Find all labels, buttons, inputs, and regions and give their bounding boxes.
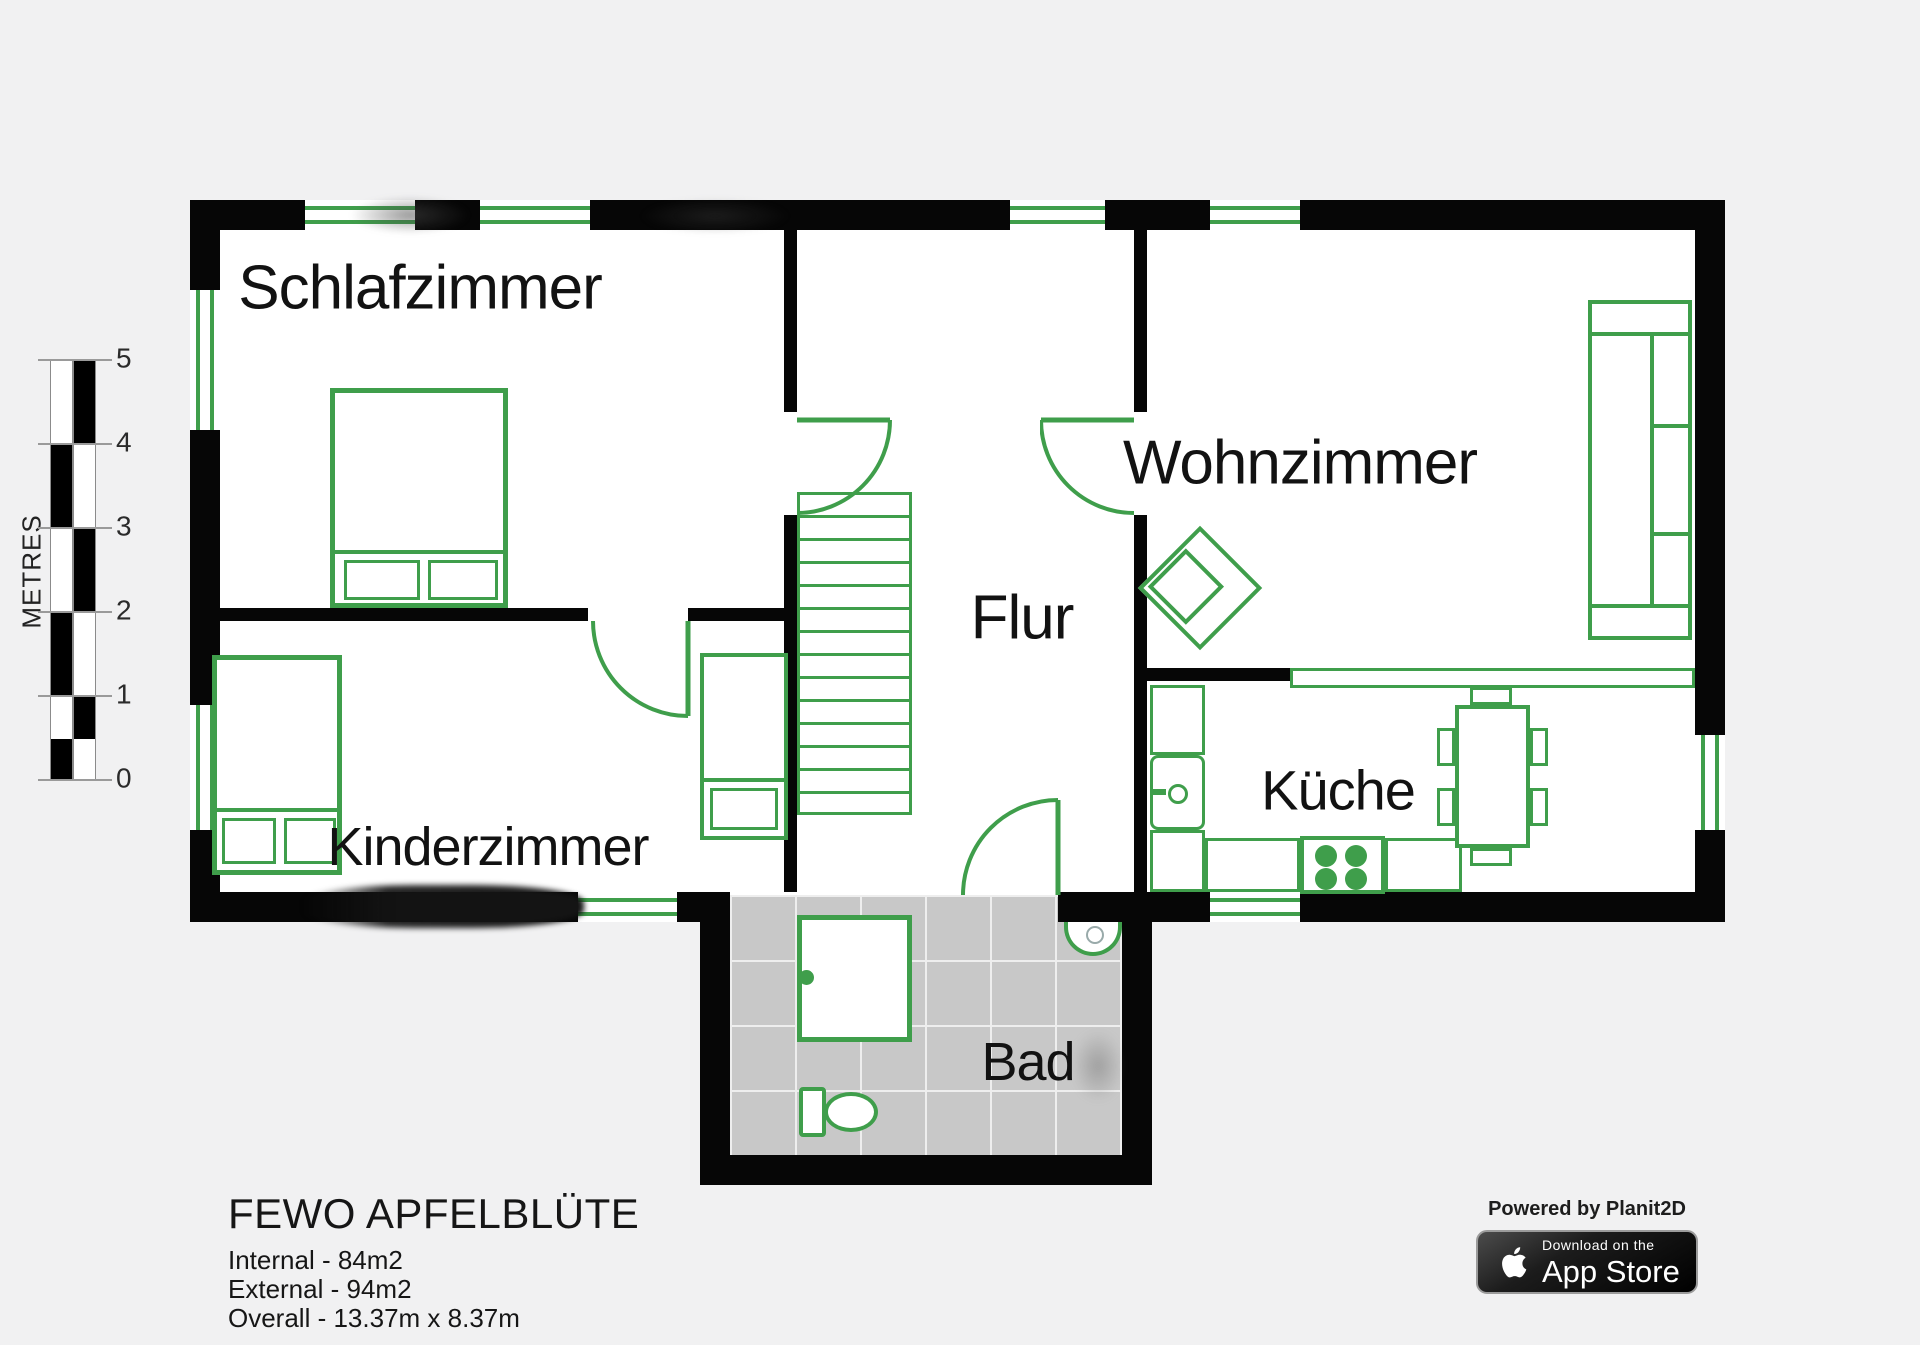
door-arc	[961, 798, 1061, 896]
wall-segment	[700, 922, 730, 1185]
wall-segment	[1058, 892, 1210, 922]
scale-bar-right-column	[73, 360, 96, 780]
scale-tick-0: 0	[116, 762, 132, 794]
scale-tick-2: 2	[116, 594, 132, 626]
room-label-flur: Flur	[970, 583, 1075, 653]
wall-segment	[1300, 200, 1725, 230]
chair	[1437, 728, 1455, 766]
chair	[1437, 788, 1455, 826]
bathroom-tile-floor	[730, 895, 1122, 1155]
window	[480, 206, 590, 224]
pillow	[284, 818, 336, 864]
chair	[1470, 848, 1512, 866]
wall-segment	[1134, 230, 1147, 412]
pillow	[344, 560, 420, 600]
plan-external-area: External - 94m2	[228, 1274, 412, 1304]
scale-tick-4: 4	[116, 426, 132, 458]
scale-bar-unit-label: METRES	[16, 514, 47, 629]
tick-line	[38, 695, 112, 697]
toilet-tank	[799, 1087, 826, 1137]
window	[196, 290, 214, 430]
apple-icon	[1492, 1239, 1530, 1285]
window	[578, 898, 677, 916]
basin-drain	[1086, 926, 1104, 944]
wall-segment	[220, 608, 588, 621]
pillow	[710, 788, 778, 830]
sofa	[1588, 300, 1692, 640]
wall-segment	[1695, 830, 1725, 892]
scale-tick-5: 5	[116, 342, 132, 374]
door-arc	[591, 620, 691, 718]
bed-line	[332, 550, 506, 554]
window	[305, 206, 415, 224]
wall-segment	[1695, 230, 1725, 735]
wall-segment	[1122, 922, 1152, 1185]
wall-segment	[190, 200, 305, 230]
wall-segment	[590, 200, 1010, 230]
pillow	[428, 560, 498, 600]
window	[1701, 735, 1719, 830]
pillow	[222, 818, 276, 864]
scale-bar-left-column	[50, 360, 73, 780]
wall-segment	[784, 230, 797, 412]
kitchen-cabinet	[1150, 685, 1205, 755]
wall-segment	[190, 892, 578, 922]
plan-internal-area: Internal - 84m2	[228, 1245, 403, 1275]
kitchen-cabinet	[1150, 830, 1205, 892]
room-label-wohnzimmer: Wohnzimmer	[1122, 428, 1478, 498]
wall-segment	[700, 1155, 1152, 1185]
faucet	[1150, 789, 1166, 795]
dining-table	[1455, 705, 1530, 848]
app-store-badge[interactable]: Download on the App Store	[1476, 1230, 1698, 1294]
plan-title: FEWO APFELBLÜTE	[228, 1190, 640, 1237]
counter-bar	[1290, 668, 1695, 688]
wall-segment	[1105, 200, 1210, 230]
tick-line	[38, 779, 112, 781]
shower-knob	[799, 970, 814, 985]
stove	[1300, 836, 1385, 894]
kitchen-counter	[1385, 838, 1462, 892]
room-label-schlafzimmer: Schlafzimmer	[238, 253, 603, 323]
scale-tick-1: 1	[116, 678, 132, 710]
toilet-bowl	[824, 1092, 878, 1132]
tick-line	[38, 611, 112, 613]
room-label-kinderzimmer: Kinderzimmer	[327, 817, 649, 877]
wall-segment	[677, 892, 730, 922]
plan-overall-size: Overall - 13.37m x 8.37m	[228, 1303, 520, 1333]
room-label-kueche: Küche	[1261, 758, 1416, 822]
wall-segment	[1134, 668, 1300, 681]
room-label-bad: Bad	[981, 1032, 1075, 1092]
window	[1210, 206, 1300, 224]
badge-bottom-text: App Store	[1542, 1253, 1680, 1289]
tick-line	[38, 443, 112, 445]
powered-by-label: Powered by Planit2D	[1488, 1198, 1686, 1220]
wall-segment	[190, 230, 220, 290]
chair	[1470, 687, 1512, 705]
door-arc	[1040, 417, 1135, 515]
faucet-knob	[1168, 784, 1188, 804]
staircase	[797, 492, 912, 815]
kitchen-counter	[1205, 838, 1300, 892]
scale-tick-3: 3	[116, 510, 132, 542]
bed-line	[702, 778, 786, 782]
window	[1210, 898, 1300, 916]
tick-line	[38, 359, 112, 361]
shower	[797, 915, 912, 1042]
wall-segment	[688, 608, 784, 621]
bed-line	[214, 808, 340, 812]
window	[1010, 206, 1105, 224]
wall-segment	[415, 200, 480, 230]
badge-top-text: Download on the	[1542, 1236, 1655, 1253]
chair	[1530, 788, 1548, 826]
tick-line	[38, 527, 112, 529]
wall-segment	[1134, 515, 1147, 892]
wall-segment	[1300, 892, 1725, 922]
chair	[1530, 728, 1548, 766]
